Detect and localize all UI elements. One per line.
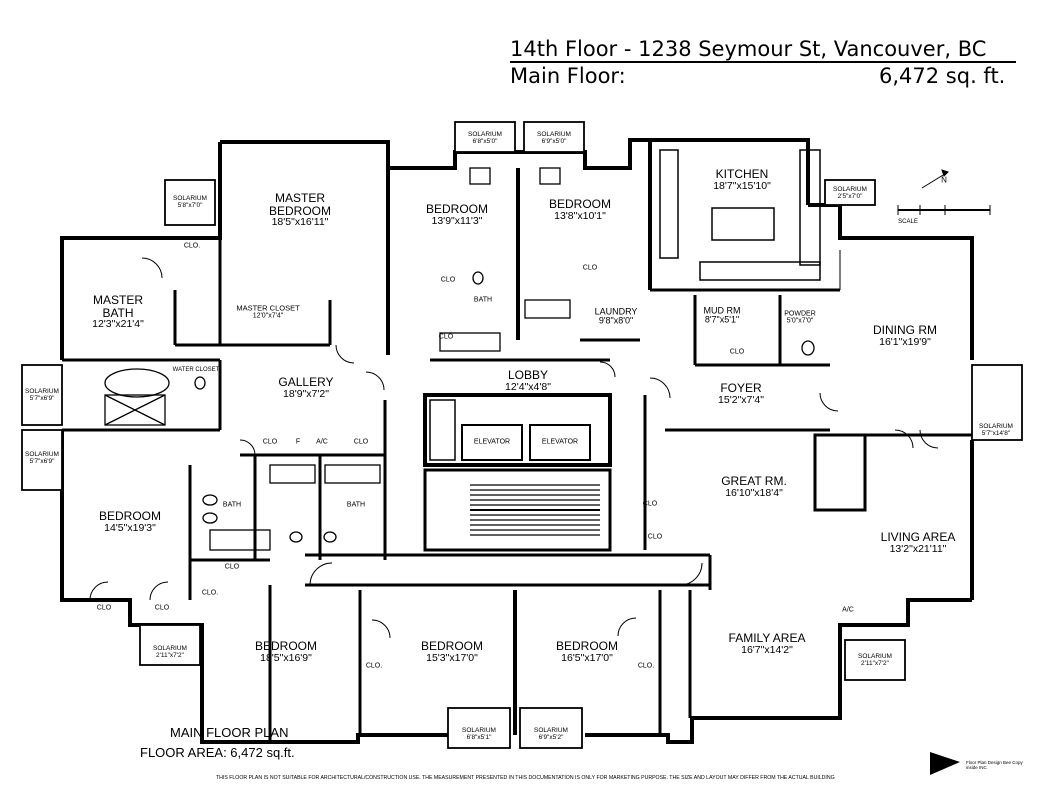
tag-clo: CLO. bbox=[365, 662, 383, 670]
credit-text: Floor Plan Design Bee Copy inside INC bbox=[966, 760, 1023, 771]
scale-label: SCALE bbox=[898, 219, 918, 225]
compass-label: N bbox=[941, 175, 947, 185]
tag-f: F bbox=[295, 438, 301, 446]
floor-plan-caption-area: FLOOR AREA: 6,472 sq.ft. bbox=[140, 745, 295, 760]
tag-clo: CLO. bbox=[183, 242, 201, 250]
tag-elevator: ELEVATOR bbox=[473, 438, 511, 446]
tag-clo: CLO. bbox=[637, 662, 655, 670]
tag-clo: CLO bbox=[96, 604, 112, 612]
tag-clo: CLO bbox=[729, 348, 745, 356]
header-area: 6,472 sq. ft. bbox=[879, 64, 1006, 88]
header-underline bbox=[510, 61, 1016, 63]
tag-clo: CLO bbox=[440, 276, 456, 284]
elevators bbox=[429, 399, 591, 461]
tag-ac: A/C bbox=[842, 606, 854, 614]
solarium-boxes bbox=[21, 121, 1023, 749]
kitchen-island bbox=[659, 149, 821, 281]
tag-clo: CLO. bbox=[201, 589, 219, 597]
tag-clo: CLO bbox=[438, 333, 454, 341]
disclaimer-text: THIS FLOOR PLAN IS NOT SUITABLE FOR ARCH… bbox=[216, 775, 835, 781]
tag-water-closet: WATER CLOSET bbox=[172, 367, 220, 373]
tag-clo: CLO bbox=[154, 604, 170, 612]
tag-clo: CLO bbox=[582, 264, 598, 272]
interior-walls bbox=[62, 238, 972, 742]
bath-fixtures bbox=[104, 167, 815, 551]
tag-clo: CLO bbox=[642, 500, 658, 508]
room-great-room: GREAT RM.16'10"x18'4" bbox=[721, 474, 787, 499]
stairs bbox=[470, 484, 600, 536]
tag-bath: BATH bbox=[346, 501, 366, 509]
header-floor-label: Main Floor: bbox=[510, 64, 626, 88]
credit-logo bbox=[930, 752, 960, 775]
tag-clo: CLO bbox=[353, 438, 369, 446]
windows bbox=[387, 175, 973, 590]
tag-bath: BATH bbox=[473, 296, 493, 304]
tag-ac: A/C bbox=[316, 438, 328, 446]
compass-scale bbox=[897, 169, 991, 215]
tag-clo: CLO bbox=[224, 563, 240, 571]
tag-bath: BATH bbox=[222, 501, 242, 509]
floor-plan-caption-title: MAIN FLOOR PLAN bbox=[170, 725, 289, 740]
tag-clo: CLO bbox=[647, 533, 663, 541]
tag-clo: CLO bbox=[262, 438, 278, 446]
header-title: 14th Floor - 1238 Seymour St, Vancouver,… bbox=[510, 37, 987, 61]
doors bbox=[89, 257, 939, 639]
tag-elevator: ELEVATOR bbox=[541, 438, 579, 446]
